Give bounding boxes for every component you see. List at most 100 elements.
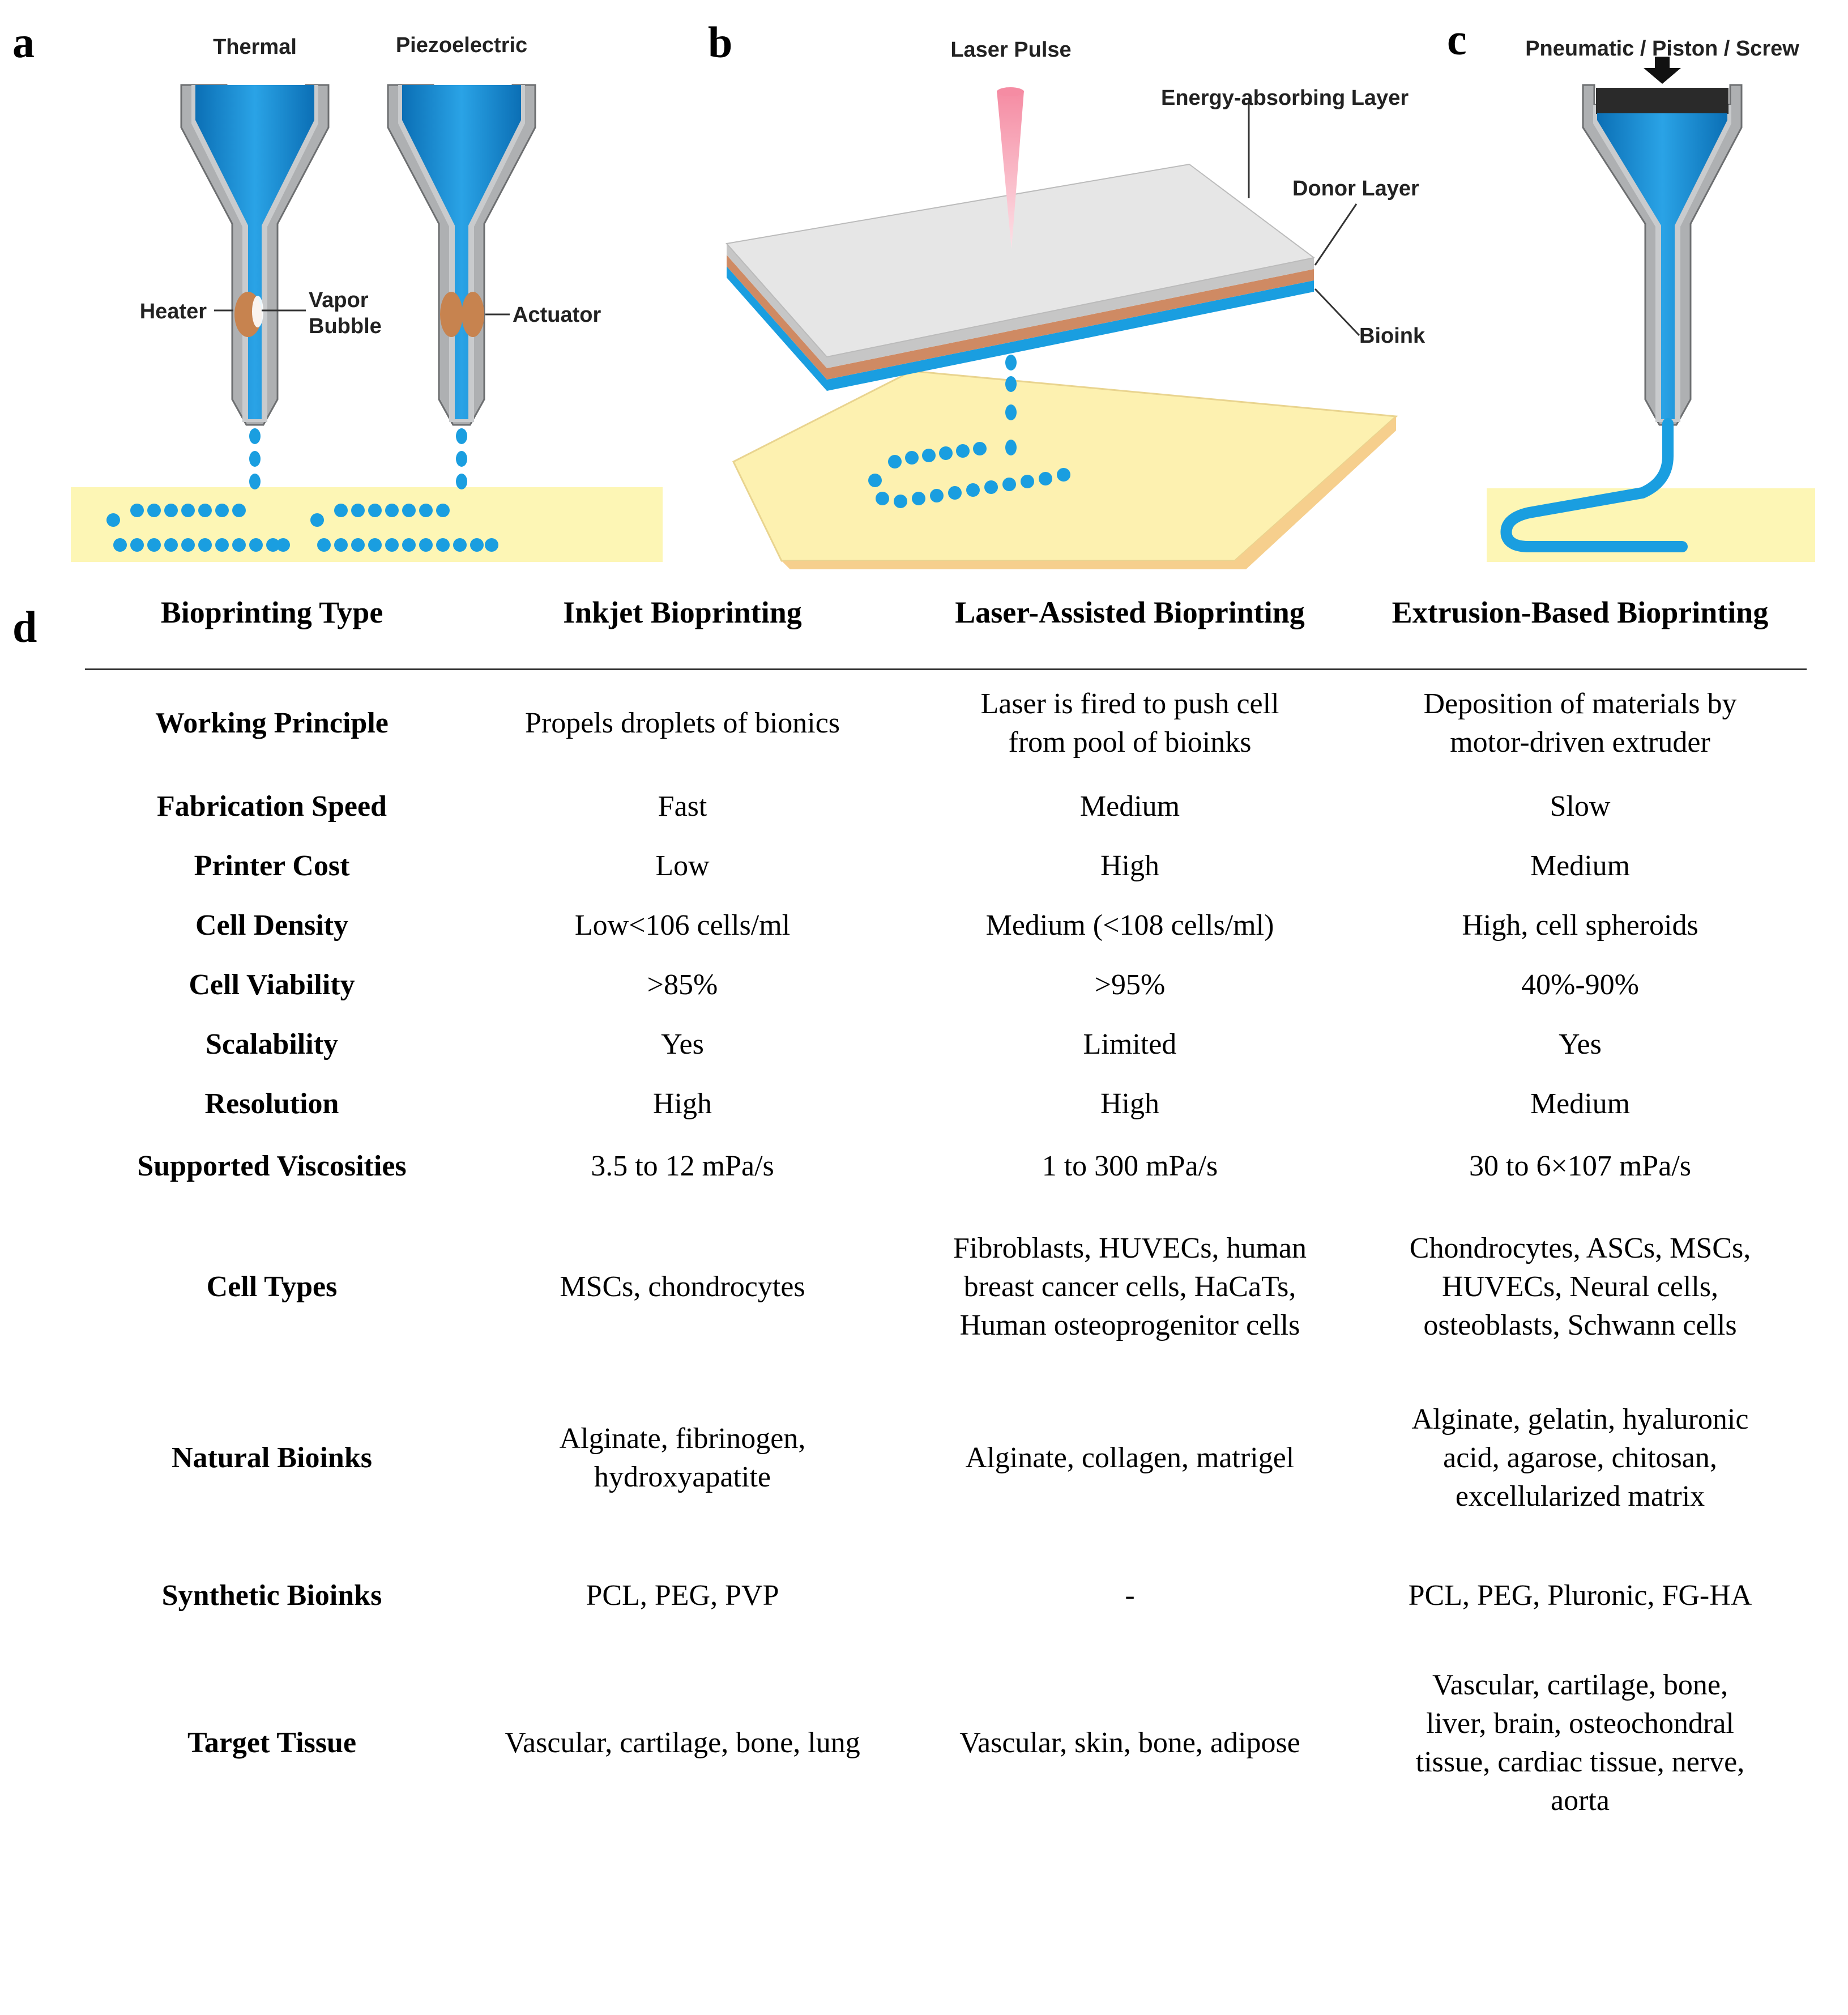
row-label: Fabrication Speed	[157, 790, 387, 823]
cell-line: High	[1100, 1088, 1159, 1120]
table-cell: Fast	[459, 777, 906, 837]
cell-line: 30 to 6×107 mPa/s	[1469, 1150, 1691, 1182]
bioink-label: Bioink	[1359, 324, 1426, 348]
vapor-label: Vapor	[309, 288, 369, 312]
panel-letter-b: b	[708, 18, 733, 67]
cell-line: Low<106 cells/ml	[574, 909, 791, 942]
cell-line: Alginate, collagen, matrigel	[965, 1442, 1295, 1474]
table-cell: 3.5 to 12 mPa/s	[459, 1134, 906, 1199]
actuator-right-icon	[462, 292, 484, 337]
cell-line: Slow	[1550, 790, 1611, 823]
actuator-left-icon	[440, 292, 463, 337]
cell-line: Yes	[1559, 1028, 1602, 1060]
cell-line: Vascular, cartilage, bone,	[1432, 1668, 1728, 1701]
table-row: Fabrication Speed Fast Medium Slow	[85, 777, 1807, 837]
table-row: Supported Viscosities 3.5 to 12 mPa/s 1 to…	[85, 1134, 1807, 1199]
row-label: Scalability	[205, 1028, 339, 1060]
table-cell: >95%	[906, 956, 1354, 1015]
thermal-label: Thermal	[213, 35, 297, 59]
cell-line: Medium	[1530, 1088, 1631, 1120]
table-cell: Vascular, cartilage, bone, liver, brain, …	[1354, 1650, 1807, 1837]
thermal-deposited-droplets	[106, 504, 290, 552]
column-header: Inkjet Bioprinting	[459, 595, 906, 670]
table-cell: High	[906, 837, 1354, 896]
cell-line: Medium	[1079, 790, 1180, 823]
table-header-row: Bioprinting Type Inkjet Bioprinting Lase…	[85, 595, 1807, 670]
laser-substrate	[732, 370, 1398, 562]
row-label: Cell Density	[195, 909, 349, 942]
table-cell: Yes	[459, 1015, 906, 1075]
cell-line: Human osteoprogenitor cells	[959, 1309, 1300, 1341]
table-cell: >85%	[459, 956, 906, 1015]
cell-line: Fast	[658, 790, 707, 823]
row-label: Natural Bioinks	[172, 1442, 372, 1474]
table-cell: Yes	[1354, 1015, 1807, 1075]
row-label: Resolution	[204, 1088, 339, 1120]
cell-line: Low	[655, 850, 710, 882]
layer-top-surface	[725, 163, 1316, 358]
vapor-bubble-icon	[252, 296, 263, 327]
table-cell: PCL, PEG, PVP	[459, 1542, 906, 1650]
cell-line: liver, brain, osteochondral	[1426, 1707, 1734, 1740]
cell-line: excellularized matrix	[1455, 1480, 1705, 1513]
table-cell: Slow	[1354, 777, 1807, 837]
cell-line: hydroxyapatite	[594, 1461, 771, 1493]
extruded-filament	[1500, 418, 1688, 552]
bioprinting-comparison-table: Bioprinting Type Inkjet Bioprinting Lase…	[85, 595, 1807, 1837]
table-body: Working Principle Propels droplets of bio…	[85, 670, 1807, 1837]
column-header: Bioprinting Type	[85, 595, 459, 670]
table-cell: 40%-90%	[1354, 956, 1807, 1015]
table-cell: Low<106 cells/ml	[459, 896, 906, 956]
cell-line: 40%-90%	[1521, 969, 1639, 1001]
table-row: Cell Viability >85% >95% 40%-90%	[85, 956, 1807, 1015]
panel-b-laser: Laser Pulse Energy-absorbing Layer Donor…	[725, 38, 1426, 569]
row-label: Cell Viability	[189, 969, 355, 1001]
cell-line: >85%	[647, 969, 718, 1001]
thermal-nozzle	[180, 84, 330, 426]
energy-layer-label: Energy-absorbing Layer	[1161, 86, 1409, 110]
drive-mechanism-label: Pneumatic / Piston / Screw	[1525, 37, 1799, 61]
cell-line: >95%	[1094, 969, 1166, 1001]
table-cell: Vascular, skin, bone, adipose	[906, 1650, 1354, 1837]
table-cell: Propels droplets of bionics	[459, 670, 906, 777]
table-cell: Medium	[1354, 837, 1807, 896]
extrusion-nozzle	[1582, 57, 1743, 426]
panel-c-extrusion: Pneumatic / Piston / Screw	[1487, 37, 1815, 562]
table-cell: Low	[459, 837, 906, 896]
table-cell: 1 to 300 mPa/s	[906, 1134, 1354, 1199]
cell-line: HUVECs, Neural cells,	[1441, 1270, 1719, 1303]
table-cell: Alginate, collagen, matrigel	[906, 1375, 1354, 1542]
table-cell: Medium (<108 cells/ml)	[906, 896, 1354, 956]
panel-letter-d: d	[12, 602, 37, 651]
table-cell: High	[906, 1075, 1354, 1134]
table-cell: High, cell spheroids	[1354, 896, 1807, 956]
row-label: Working Principle	[155, 707, 389, 740]
cell-line: 3.5 to 12 mPa/s	[591, 1150, 774, 1182]
cell-line: Laser is fired to push cell	[980, 688, 1279, 721]
panel-a-inkjet: Thermal Piezoelectric Heater Vapor Bubbl…	[71, 33, 663, 562]
cell-line: Propels droplets of bionics	[524, 707, 840, 740]
row-label: Synthetic Bioinks	[161, 1579, 382, 1612]
heater-label: Heater	[140, 300, 207, 323]
row-label: Supported Viscosities	[137, 1150, 407, 1182]
table-cell: 30 to 6×107 mPa/s	[1354, 1134, 1807, 1199]
cell-line: Yes	[661, 1028, 704, 1060]
cell-line: Vascular, cartilage, bone, lung	[505, 1726, 860, 1759]
bioprinting-diagrams: Thermal Piezoelectric Heater Vapor Bubbl…	[71, 33, 1815, 569]
piezoelectric-nozzle	[387, 84, 536, 426]
table-cell: Vascular, cartilage, bone, lung	[459, 1650, 906, 1837]
cell-line: Alginate, gelatin, hyaluronic	[1411, 1403, 1749, 1435]
column-header: Extrusion-Based Bioprinting	[1354, 595, 1807, 670]
table-cell: MSCs, chondrocytes	[459, 1199, 906, 1375]
cell-line: High	[1100, 850, 1159, 882]
actuator-label: Actuator	[513, 303, 601, 327]
